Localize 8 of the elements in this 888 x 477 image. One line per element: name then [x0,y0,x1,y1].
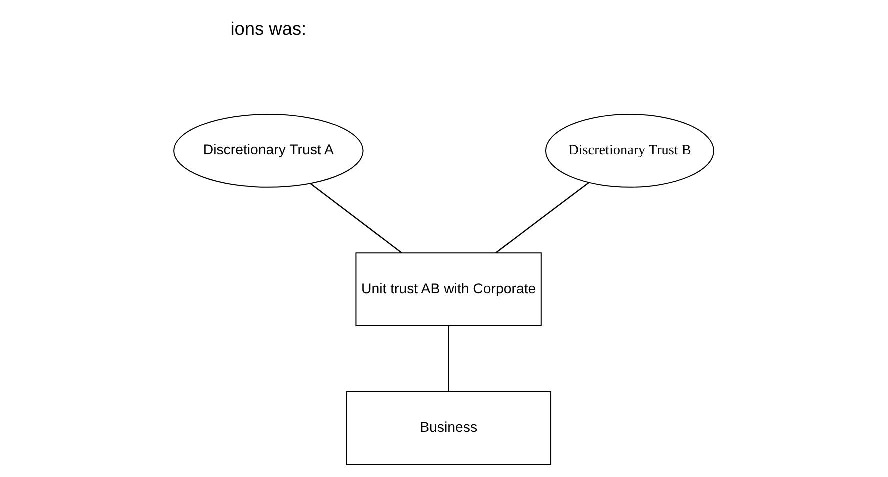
connector [310,183,402,254]
label: ions was: [230,18,307,39]
node-ellipse: Discretionary Trust A [174,114,364,188]
node-box: Unit trust AB with Corporate [356,252,542,327]
node-box: Business [346,391,552,466]
node-ellipse: Discretionary Trust B [545,114,714,188]
connector [448,326,450,392]
connector [495,182,590,254]
